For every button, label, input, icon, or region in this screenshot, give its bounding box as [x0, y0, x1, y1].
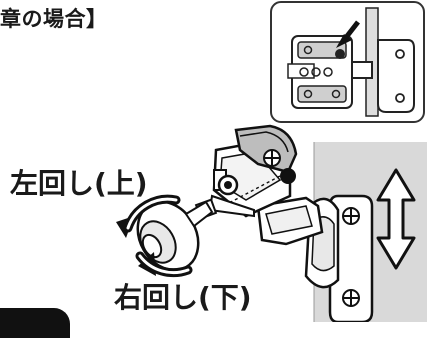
inset-pointer-arrow-icon	[336, 20, 360, 48]
hinge-cup-plate	[304, 194, 374, 322]
inset-panel	[270, 1, 425, 123]
section-title: 章の場合】	[0, 7, 108, 31]
screwdriver	[136, 175, 281, 272]
hinge-arm	[256, 196, 324, 246]
mounting-plate	[212, 124, 298, 218]
rotation-arrows-icon	[116, 194, 193, 278]
hinge-diagram	[116, 1, 427, 322]
vertical-double-arrow-icon	[376, 168, 416, 270]
rotation-up-label: 左回し(上)	[10, 167, 148, 200]
rotation-down-label: 右回し(下)	[114, 281, 252, 314]
corner-badge	[0, 308, 70, 338]
